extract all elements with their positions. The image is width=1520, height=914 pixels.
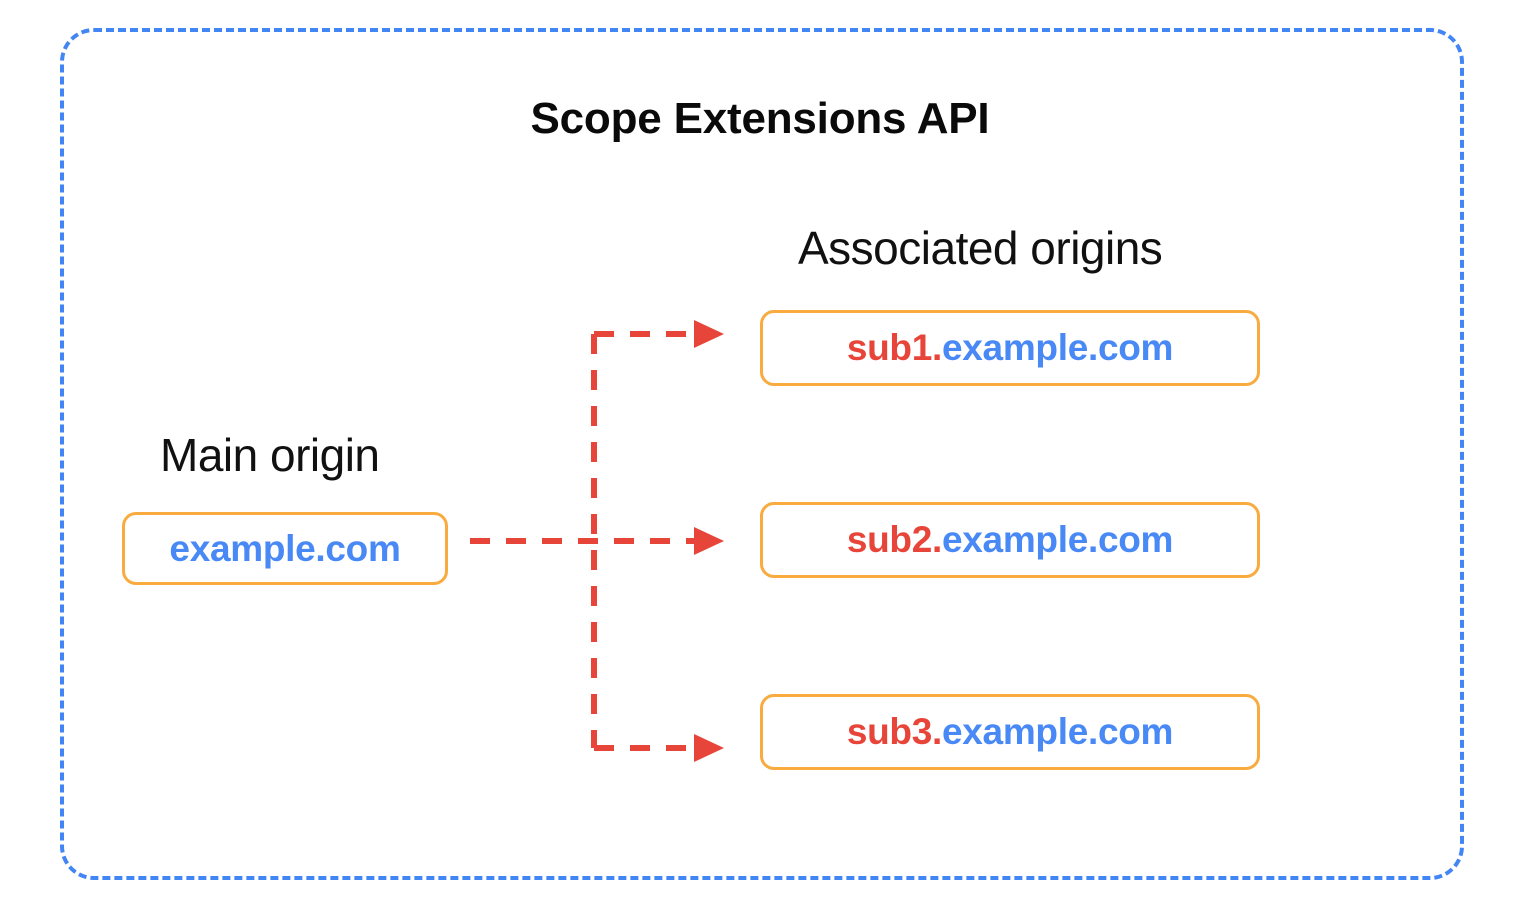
associated-origin-sub-2: sub2. <box>846 519 942 560</box>
main-origin-box[interactable]: example.com <box>122 512 448 585</box>
associated-origin-sub-3: sub3. <box>846 711 942 752</box>
scope-extensions-frame <box>60 28 1464 880</box>
associated-origin-text-3: sub3.example.com <box>846 711 1174 753</box>
associated-origin-domain-3: example.com <box>941 711 1174 752</box>
associated-origin-text-1: sub1.example.com <box>846 327 1174 369</box>
associated-origin-box-1[interactable]: sub1.example.com <box>760 310 1260 386</box>
associated-origin-box-2[interactable]: sub2.example.com <box>760 502 1260 578</box>
main-origin-label: Main origin <box>160 429 380 481</box>
associated-origin-text-2: sub2.example.com <box>846 519 1174 561</box>
associated-origin-domain-1: example.com <box>941 327 1174 368</box>
main-origin-domain: example.com <box>169 527 401 569</box>
associated-origin-box-3[interactable]: sub3.example.com <box>760 694 1260 770</box>
main-origin-text: example.com <box>169 528 400 570</box>
associated-origin-sub-1: sub1. <box>846 327 942 368</box>
associated-origins-label: Associated origins <box>798 222 1163 274</box>
page-title: Scope Extensions API <box>530 94 990 143</box>
associated-origin-domain-2: example.com <box>941 519 1174 560</box>
